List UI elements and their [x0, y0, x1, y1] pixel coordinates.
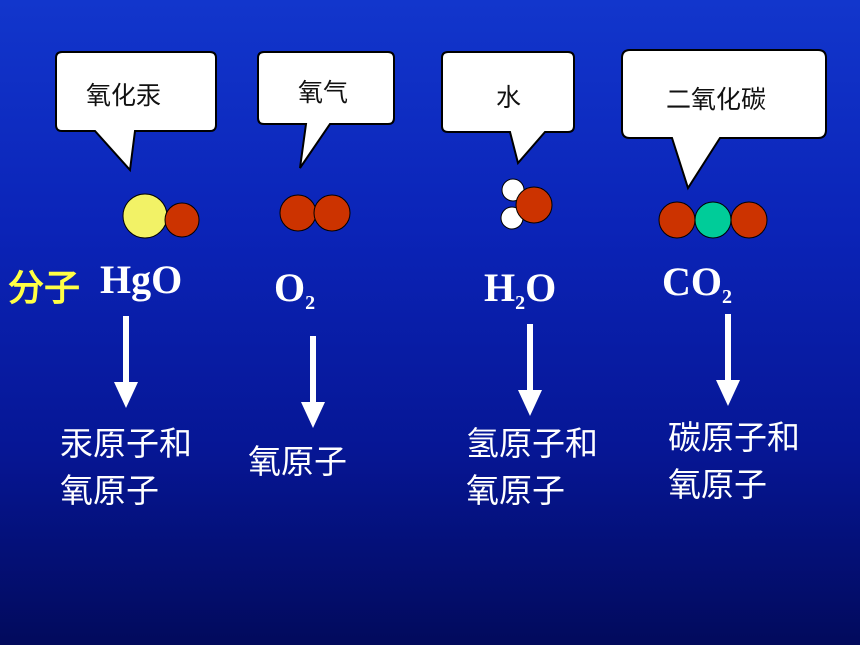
desc-h2o-line1: 氢原子和	[466, 424, 598, 463]
bubble-h2o	[441, 51, 575, 166]
bubble-co2	[621, 49, 827, 191]
formula-o2-text: O	[274, 265, 306, 310]
desc-hgo: 汞原子和 氧原子	[60, 420, 192, 514]
formula-co2-subscript: 2	[722, 286, 732, 308]
co2-oxygen-atom-2	[730, 201, 768, 239]
formula-o2-subscript: 2	[305, 292, 316, 314]
arrow-down-icon	[716, 314, 740, 406]
desc-hgo-line1: 汞原子和	[60, 424, 192, 463]
desc-hgo-line2: 氧原子	[60, 471, 159, 510]
bubble-label-o2: 氧气	[298, 78, 349, 107]
bubble-label-co2: 二氧化碳	[666, 85, 767, 114]
formula-co2: CO2	[662, 259, 732, 308]
desc-o2-line1: 氧原子	[248, 442, 347, 481]
formula-hgo-text: HgO	[100, 257, 183, 302]
bubble-label-h2o: 水	[496, 83, 522, 112]
arrow-down-icon	[114, 316, 138, 408]
bubble-o2	[257, 51, 395, 169]
arrow-down-icon	[518, 324, 542, 416]
desc-co2: 碳原子和 氧原子	[668, 414, 800, 508]
desc-o2: 氧原子	[248, 438, 347, 485]
formula-h2o-tail: O	[525, 265, 557, 310]
desc-h2o: 氢原子和 氧原子	[466, 420, 598, 514]
formula-o2: O2	[274, 265, 315, 314]
bubble-label-hgo: 氧化汞	[86, 81, 162, 110]
desc-co2-line2: 氧原子	[668, 465, 767, 504]
desc-h2o-line2: 氧原子	[466, 471, 565, 510]
formula-co2-text: CO	[662, 259, 722, 304]
desc-co2-line1: 碳原子和	[668, 418, 800, 457]
formula-h2o-subscript: 2	[515, 292, 526, 314]
hgo-oxygen-atom	[164, 202, 200, 238]
h2o-oxygen-atom	[515, 186, 553, 224]
molecule-label: 分子	[8, 268, 81, 309]
bubble-hgo	[55, 51, 217, 173]
formula-h2o-text: H	[484, 265, 516, 310]
o2-oxygen-atom-2	[313, 194, 351, 232]
formula-h2o: H2O	[484, 265, 557, 314]
formula-hgo: HgO	[100, 260, 182, 300]
arrow-down-icon	[301, 336, 325, 428]
